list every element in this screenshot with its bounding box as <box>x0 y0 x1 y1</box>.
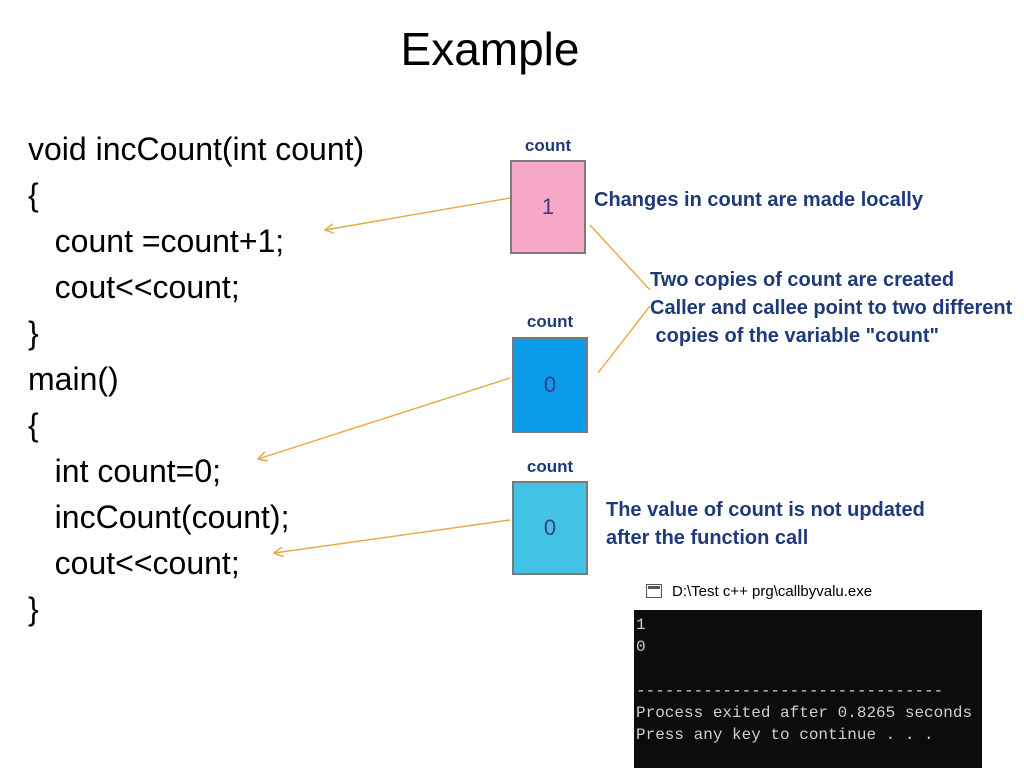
console-window[interactable]: D:\Test c++ prg\callbyvalu.exe 1 0 ------… <box>634 572 982 768</box>
box1-value: 1 <box>541 194 555 219</box>
code-line: cout<<count; <box>28 545 240 581</box>
code-line: } <box>28 591 39 627</box>
code-line: cout<<count; <box>28 269 240 305</box>
box1-label: count <box>524 136 572 155</box>
note-not-updated: The value of count is not updated after … <box>606 499 925 549</box>
connector-box2-to-note <box>597 305 651 374</box>
console-line: Process exited after 0.8265 seconds <box>636 704 973 722</box>
console-output: 1 0 -------------------------------- Proce… <box>634 610 982 750</box>
box3-label: count <box>526 457 574 476</box>
code-line: { <box>28 407 39 443</box>
slide-title: Example <box>400 23 580 75</box>
arrow-box2-to-int-count <box>258 377 511 459</box>
box3-value: 0 <box>543 515 557 540</box>
count-box-after-call: 0 <box>512 481 588 575</box>
console-line <box>636 658 980 680</box>
console-line: 1 <box>636 616 646 634</box>
code-line: { <box>28 177 39 213</box>
console-title: D:\Test c++ prg\callbyvalu.exe <box>672 582 873 600</box>
code-line: int count=0; <box>28 453 222 489</box>
code-line: count =count+1; <box>28 223 285 259</box>
box2-label: count <box>526 312 574 331</box>
code-line: } <box>28 315 39 351</box>
console-line: 0 <box>636 638 646 656</box>
note-local-changes: Changes in count are made locally <box>594 189 923 211</box>
box2-value: 0 <box>543 372 557 397</box>
code-line: incCount(count); <box>28 499 290 535</box>
connector-box1-to-note <box>589 224 651 291</box>
count-box-callee: 1 <box>510 160 586 254</box>
console-title-bar[interactable]: D:\Test c++ prg\callbyvalu.exe <box>634 572 982 610</box>
console-line: -------------------------------- <box>636 682 944 700</box>
arrow-box1-to-count-increment <box>325 197 511 230</box>
console-app-icon <box>646 584 662 598</box>
console-line: Press any key to continue . . . <box>636 726 934 744</box>
code-line: void incCount(int count) <box>28 131 365 167</box>
arrow-box3-to-cout-count <box>274 519 511 553</box>
note-two-copies: Two copies of count are created Caller a… <box>650 269 1013 347</box>
code-line: main() <box>28 361 119 397</box>
count-box-caller: 0 <box>512 337 588 433</box>
